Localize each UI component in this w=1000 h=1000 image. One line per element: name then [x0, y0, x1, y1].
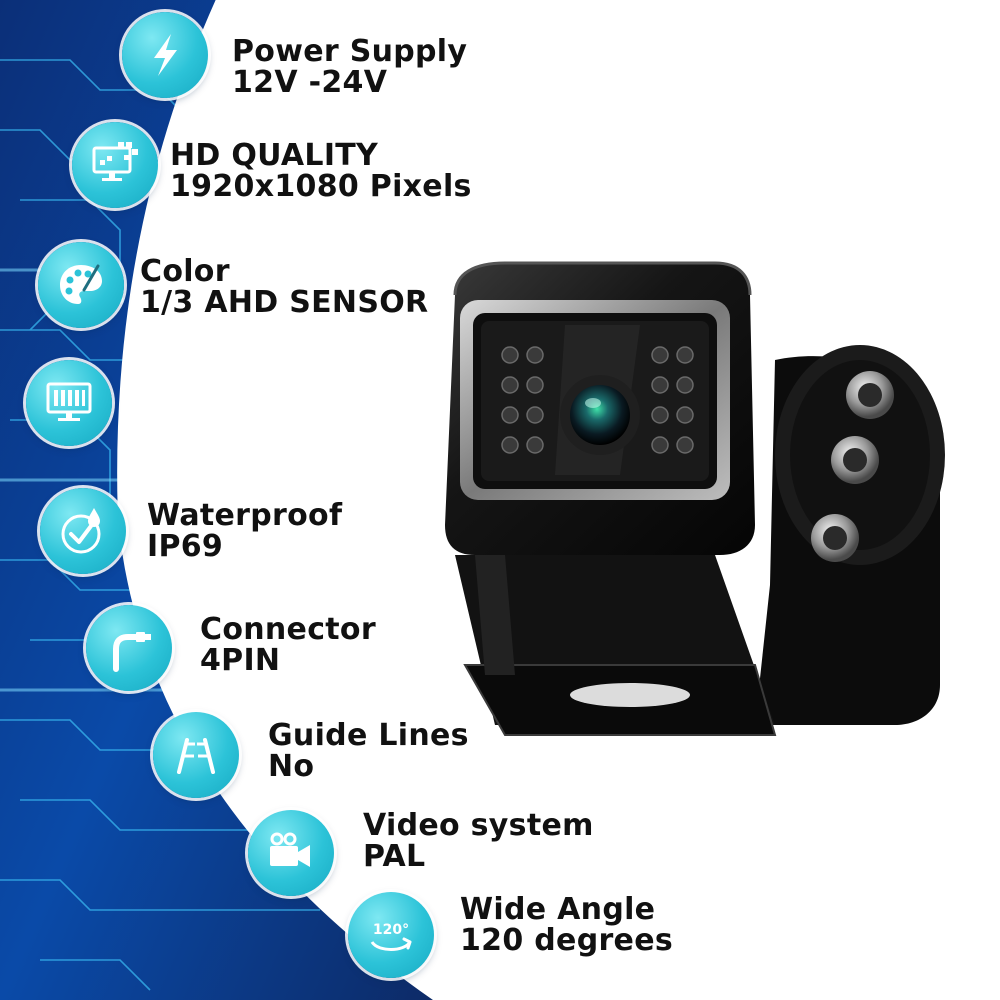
- guide-lines-icon-circle: [153, 712, 239, 798]
- feature-value: 1920x1080 Pixels: [170, 169, 472, 204]
- screen-bars-icon: [46, 382, 92, 421]
- feature-title: Color: [140, 254, 230, 289]
- screen-icon-circle: [26, 360, 112, 446]
- hd-monitor-icon: [92, 142, 138, 181]
- cable-plug-icon: [113, 632, 151, 672]
- hd-quality-feature: HD QUALITY 1920x1080 Pixels: [170, 140, 472, 202]
- feature-value: 1/3 AHD SENSOR: [140, 285, 429, 320]
- feature-title: Video system: [363, 808, 594, 843]
- waterproof-feature: Waterproof IP69: [147, 500, 342, 562]
- feature-value: IP69: [147, 529, 224, 564]
- connector-icon-circle: [86, 605, 172, 691]
- lightning-bolt-icon: [154, 34, 177, 76]
- hd-quality-icon-circle: [72, 122, 158, 208]
- waterproof-icon-circle: [40, 488, 126, 574]
- power-supply-feature: Power Supply 12V -24V: [232, 36, 467, 98]
- backup-camera-image: [445, 261, 945, 736]
- power-supply-icon-circle: [122, 12, 208, 98]
- guide-lines-feature: Guide Lines No: [268, 720, 469, 782]
- feature-value: No: [268, 749, 315, 784]
- video-system-icon-circle: [248, 810, 334, 896]
- feature-title: Connector: [200, 612, 376, 647]
- feature-title: Waterproof: [147, 498, 343, 533]
- wide-angle-feature: Wide Angle 120 degrees: [460, 894, 673, 956]
- connector-feature: Connector 4PIN: [200, 614, 376, 676]
- rotate-120-icon: 120°: [370, 922, 412, 951]
- wide-angle-icon-circle: 120°: [348, 892, 434, 978]
- angle-badge-text: 120°: [373, 922, 409, 938]
- color-sensor-icon-circle: [38, 242, 124, 328]
- color-sensor-feature: Color 1/3 AHD SENSOR: [140, 256, 428, 318]
- feature-title: Wide Angle: [460, 892, 656, 927]
- feature-title: Power Supply: [232, 34, 468, 69]
- water-drop-check-icon: [61, 508, 101, 554]
- feature-title: Guide Lines: [268, 718, 469, 753]
- feature-value: 12V -24V: [232, 65, 388, 100]
- video-system-feature: Video system PAL: [363, 810, 594, 872]
- feature-title: HD QUALITY: [170, 138, 379, 173]
- feature-value: 120 degrees: [460, 923, 674, 958]
- road-guide-lines-icon: [177, 738, 215, 774]
- paint-palette-icon: [60, 264, 102, 304]
- video-camera-icon: [270, 832, 310, 867]
- feature-value: PAL: [363, 839, 426, 874]
- feature-value: 4PIN: [200, 643, 281, 678]
